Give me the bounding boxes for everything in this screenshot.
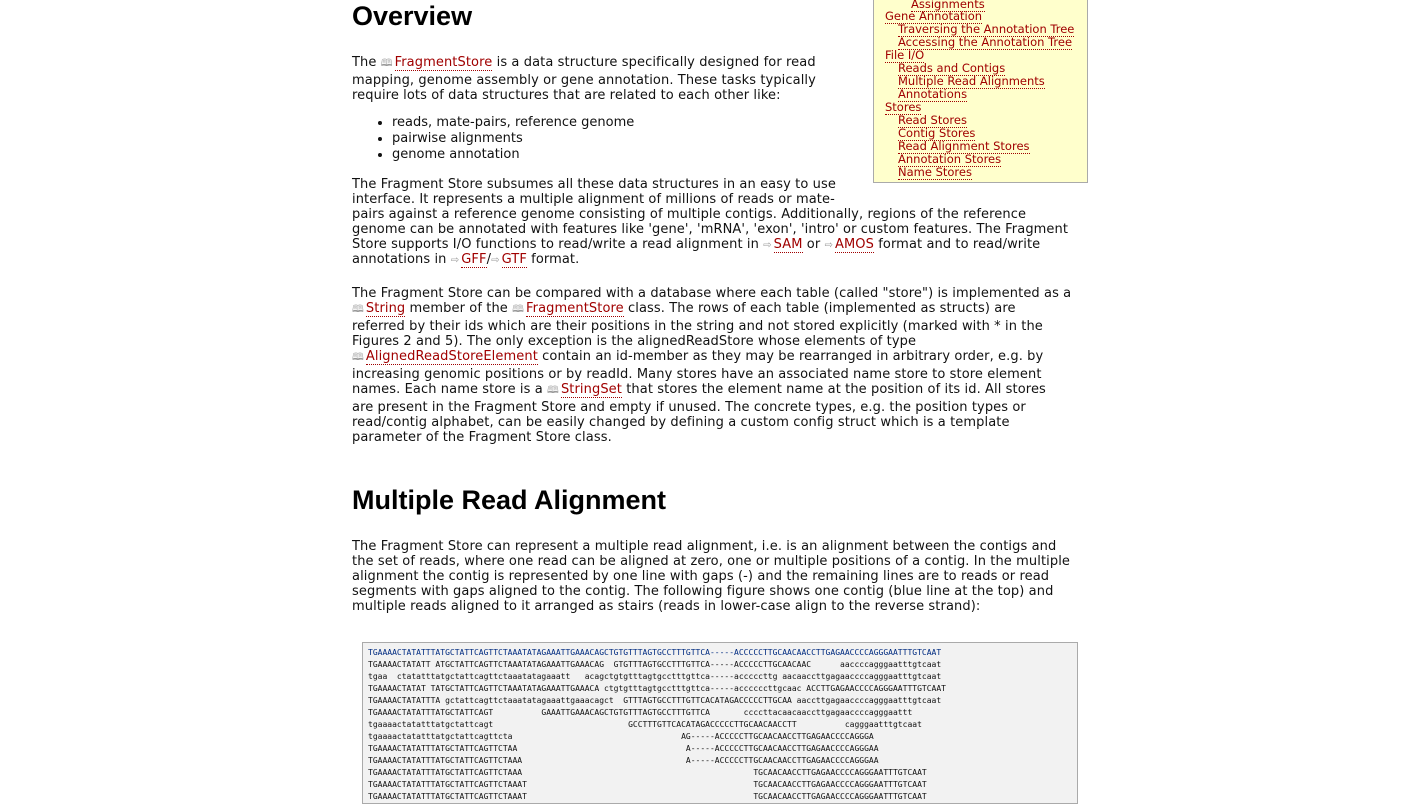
read-row: TGAAAACTATATTTATGCTATTCAGTTCTAAAT TGCAAC…: [368, 792, 927, 801]
read-row: TGAAAACTATAT TATGCTATTCAGTTCTAAATATAGAAA…: [368, 684, 946, 693]
overview-bullet-list: reads, mate-pairs, reference genomepairw…: [352, 115, 634, 163]
toc-item: Gene Annotation: [885, 9, 983, 24]
toc-item: Reads and Contigs: [898, 61, 1006, 76]
list-item: pairwise alignments: [392, 131, 634, 147]
toc-item: Stores: [885, 100, 922, 115]
read-row: TGAAAACTATATTTATGCTATTCAGTTCTAAA TGCAACA…: [368, 768, 927, 777]
external-link-icon: ⇨: [763, 240, 772, 251]
read-row: tgaaaactatatttatgctattcagt GCCTTTGTTCACA…: [368, 720, 922, 729]
toc-item: Traversing the Annotation Tree: [898, 22, 1075, 37]
read-row: TGAAAACTATATTTA gctattcagttctaaatatagaaa…: [368, 696, 942, 705]
read-row: TGAAAACTATATTTATGCTATTCAGTTCTAAAT TGCAAC…: [368, 780, 927, 789]
toc-link[interactable]: Stores: [885, 100, 922, 115]
alignedreadstoreelement-link[interactable]: AlignedReadStoreElement: [365, 349, 538, 365]
external-link-icon: ⇨: [491, 255, 500, 266]
amos-link[interactable]: AMOS: [835, 237, 874, 253]
external-link-icon: ⇨: [450, 255, 460, 266]
contig-row: TGAAAACTATATTTATGCTATTCAGTTCTAAATATAGAAA…: [368, 648, 942, 657]
read-row: TGAAAACTATATT ATGCTATTCAGTTCTAAATATAGAAA…: [368, 660, 942, 669]
gff-link[interactable]: GFF: [461, 252, 487, 268]
multiple-alignment-figure: TGAAAACTATATTTATGCTATTCAGTTCTAAATATAGAAA…: [362, 642, 1078, 804]
toc-item: Contig Stores: [898, 126, 976, 141]
toc-item: Annotations: [898, 87, 968, 102]
toc-link[interactable]: Annotations: [898, 87, 968, 102]
fragmentstore-link[interactable]: FragmentStore: [526, 301, 624, 317]
mra-paragraph: The Fragment Store can represent a multi…: [352, 539, 1071, 614]
read-row: TGAAAACTATATTTATGCTATTCAGT GAAATTGAAACAG…: [368, 708, 913, 717]
toc-link[interactable]: File I/O: [885, 48, 925, 63]
book-icon: 🕮︎: [547, 385, 559, 396]
toc-item: Read Alignment Stores: [898, 139, 1030, 154]
gtf-link[interactable]: GTF: [501, 252, 527, 268]
multiple-read-alignment-heading: Multiple Read Alignment: [352, 485, 667, 515]
overview-paragraph-2: The Fragment Store subsumes all these da…: [352, 177, 1069, 268]
toc-item: Assignments: [911, 0, 985, 12]
toc-link[interactable]: Accessing the Annotation Tree: [898, 35, 1073, 50]
read-row: tgaaaactatatttatgctattcagttcta AG-----AC…: [368, 732, 874, 741]
book-icon: 🕮︎: [380, 58, 393, 69]
alignment-rows: TGAAAACTATATTTATGCTATTCAGTTCTAAATATAGAAA…: [368, 647, 946, 803]
string-link[interactable]: String: [365, 301, 406, 317]
toc-item: Annotation Stores: [898, 152, 1002, 167]
book-icon: 🕮︎: [352, 352, 364, 363]
overview-heading: Overview: [352, 1, 473, 31]
toc-link[interactable]: Annotation Stores: [898, 152, 1002, 167]
toc-link[interactable]: Contig Stores: [898, 126, 976, 141]
toc-link[interactable]: Read Alignment Stores: [898, 139, 1030, 154]
toc-link[interactable]: Reads and Contigs: [898, 61, 1006, 76]
sam-link[interactable]: SAM: [773, 237, 803, 253]
toc-link[interactable]: Multiple Read Alignments: [898, 74, 1045, 89]
external-link-icon: ⇨: [824, 240, 833, 251]
read-row: TGAAAACTATATTTATGCTATTCAGTTCTAA A-----AC…: [368, 744, 879, 753]
toc-item: Multiple Read Alignments: [898, 74, 1045, 89]
list-item: genome annotation: [392, 147, 634, 163]
toc-item: Read Stores: [898, 113, 967, 128]
toc-link[interactable]: Gene Annotation: [885, 9, 983, 24]
read-row: TGAAAACTATATTTATGCTATTCAGTTCTAAA A-----A…: [368, 756, 879, 765]
fragmentstore-link[interactable]: FragmentStore: [394, 55, 493, 71]
toc-link[interactable]: Name Stores: [898, 165, 972, 180]
overview-paragraph-1: The 🕮︎FragmentStore is a data structure …: [352, 55, 816, 103]
toc-link[interactable]: Assignments: [911, 0, 985, 12]
book-icon: 🕮︎: [512, 304, 525, 315]
toc-link[interactable]: Traversing the Annotation Tree: [898, 22, 1075, 37]
toc-link[interactable]: Read Stores: [898, 113, 967, 128]
stringset-link[interactable]: StringSet: [560, 382, 622, 398]
overview-paragraph-3: The Fragment Store can be compared with …: [352, 286, 1072, 445]
toc-item: Name Stores: [898, 165, 972, 180]
book-icon: 🕮︎: [352, 304, 364, 315]
list-item: reads, mate-pairs, reference genome: [392, 115, 634, 131]
toc-item: File I/O: [885, 48, 925, 63]
toc-item: Accessing the Annotation Tree: [898, 35, 1073, 50]
read-row: tgaa ctatatttatgctattcagttctaaatatagaaat…: [368, 672, 942, 681]
